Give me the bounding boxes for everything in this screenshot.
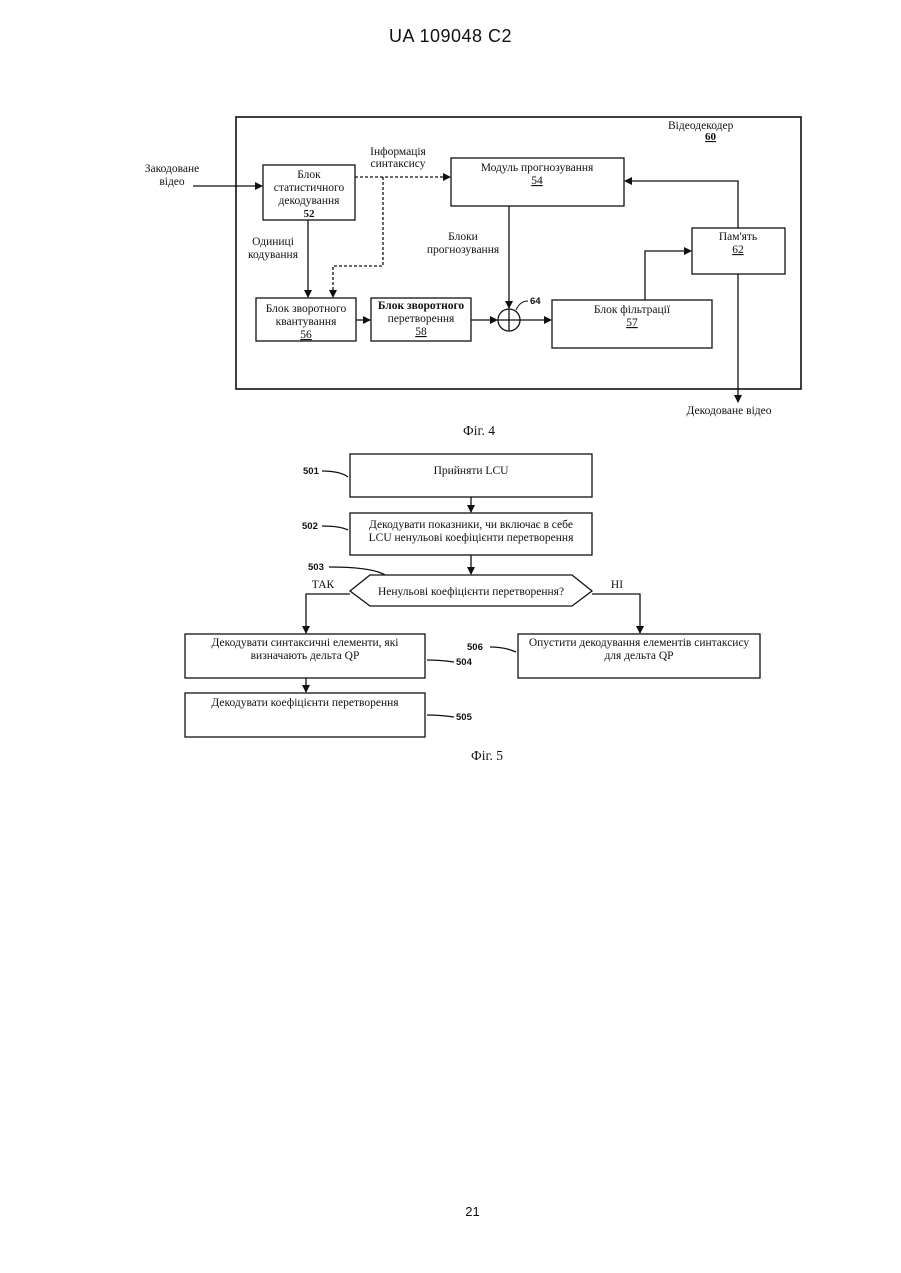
decoder-num: 60 [705, 131, 717, 143]
inv-transform-num: 58 [415, 326, 427, 338]
prediction-line-1: Модуль прогнозування [481, 162, 594, 174]
syntax-info-label-1: Інформація [370, 146, 426, 158]
coding-units-label-2: кодування [248, 249, 299, 261]
step-501-line-1: Прийняти LCU [434, 465, 510, 477]
pred-blocks-label-2: прогнозування [427, 244, 500, 256]
syntax-info-label-2: синтаксису [371, 158, 426, 170]
step-502-line-1: Декодувати показники, чи включає в себе [369, 519, 573, 531]
inv-transform-line-2: перетворення [388, 313, 455, 325]
filter-num: 57 [626, 317, 638, 329]
fig4-labels: Відеодекодер 60 Закодоване відео Інформа… [145, 120, 772, 438]
prediction-num: 54 [531, 175, 543, 187]
entropy-line-1: Блок [297, 169, 321, 181]
page-number: 21 [0, 1204, 901, 1219]
step-504-num: 504 [456, 657, 473, 668]
input-label-2: відео [159, 176, 185, 188]
step-502-num: 502 [302, 521, 318, 532]
pred-blocks-label-1: Блоки [448, 231, 478, 243]
step-503-line-1: Ненульові коефіцієнти перетворення? [378, 586, 564, 598]
syntax-to-quant-dotted [333, 177, 383, 297]
memory-num: 62 [732, 244, 744, 256]
step-504-line-2: визначають дельта QP [251, 650, 360, 662]
entropy-num: 52 [304, 208, 316, 220]
step-506-line-1: Опустити декодування елементів синтаксис… [529, 637, 750, 649]
inv-quant-line-2: квантування [276, 316, 337, 328]
memory-line-1: Пам'ять [719, 231, 757, 243]
entropy-line-3: декодування [279, 195, 341, 207]
step-502-line-2: LCU ненульові коефіцієнти перетворення [369, 532, 574, 544]
yes-label: ТАК [312, 579, 335, 591]
no-branch [592, 594, 640, 633]
step-506-num: 506 [467, 642, 483, 653]
memory-to-prediction-arrow [625, 181, 738, 228]
decoder-label: Відеодекодер [668, 120, 734, 132]
step-505-num: 505 [456, 712, 473, 723]
step-503-num: 503 [308, 562, 324, 573]
fig5-labels: 501 Прийняти LCU 502 Декодувати показник… [211, 465, 749, 763]
step-501-num: 501 [303, 466, 320, 477]
filter-line-1: Блок фільтрації [594, 304, 671, 316]
inv-quant-num: 56 [300, 329, 312, 341]
no-label: НІ [611, 579, 623, 591]
step-504-line-1: Декодувати синтаксичні елементи, які [212, 637, 399, 649]
inv-transform-line-1: Блок зворотного [378, 300, 465, 312]
input-label-1: Закодоване [145, 163, 200, 175]
summer-num: 64 [530, 296, 541, 307]
yes-branch [306, 594, 350, 633]
filter-to-memory-arrow [645, 251, 691, 300]
entropy-line-2: статистичного [274, 182, 345, 194]
fig5-caption: Фіг. 5 [471, 748, 503, 763]
output-label: Декодоване відео [687, 405, 772, 417]
coding-units-label-1: Одиниці [252, 236, 294, 248]
step-506-line-2: для дельта QP [604, 650, 673, 662]
inv-quant-line-1: Блок зворотного [266, 303, 347, 315]
fig4-caption: Фіг. 4 [463, 423, 495, 438]
step-505-line-1: Декодувати коефіцієнти перетворення [211, 697, 399, 709]
